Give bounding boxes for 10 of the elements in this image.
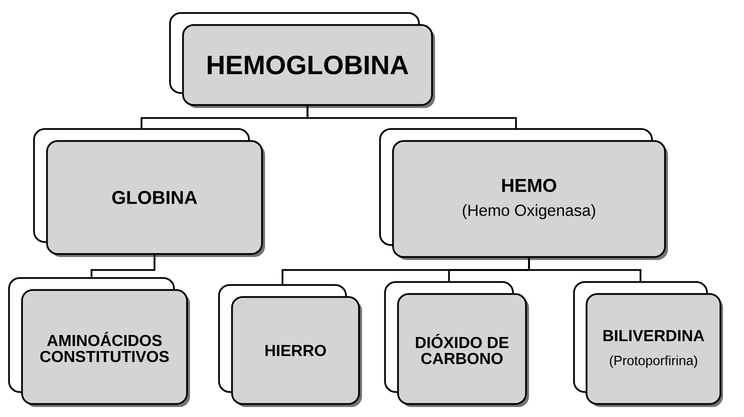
node-box: DIÓXIDO DE CARBONO <box>384 281 529 407</box>
node-box: HEMOGLOBINA <box>169 12 435 108</box>
connector-line <box>90 254 156 278</box>
node-box: AMINOÁCIDOS CONSTITUTIVOS <box>8 277 190 407</box>
connector-line <box>528 258 642 282</box>
connector-line <box>306 106 517 129</box>
node-box: GLOBINA <box>33 128 265 257</box>
node-box: HIERRO <box>218 284 362 407</box>
node-box: HEMO (Hemo Oxigenasa) <box>379 128 668 260</box>
node-box: BILIVERDINA (Protoporfirina) <box>573 281 723 407</box>
